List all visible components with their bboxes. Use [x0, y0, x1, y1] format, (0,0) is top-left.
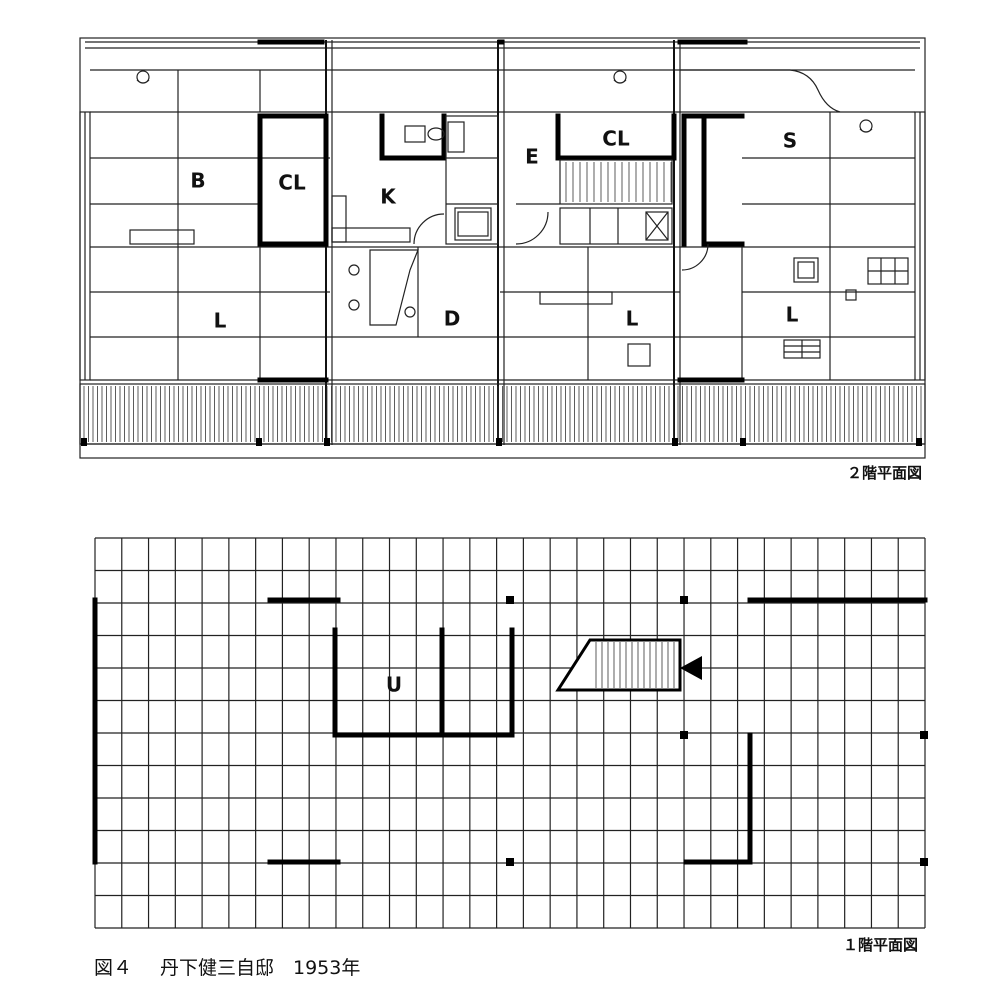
entry-stair-block [515, 113, 677, 367]
closet-wall-1 [257, 113, 329, 247]
tatami-grid [90, 40, 915, 381]
upper-floor-title: ２階平面図 [847, 464, 922, 482]
veranda [79, 383, 926, 446]
room-label-l-3: L [786, 303, 799, 327]
utility-room-walls [332, 627, 515, 738]
room-label-s: S [783, 129, 797, 153]
room-label-cl-1: CL [278, 171, 306, 195]
room-label-l-2: L [626, 307, 639, 331]
upper-floor-plan: B CL K E CL S L D L L ２階平面図 [79, 37, 926, 482]
figure-caption-prefix: 図４ [94, 957, 132, 979]
room-label-b: B [190, 169, 205, 193]
figure-caption-text: 丹下健三自邸 1953年 [160, 957, 360, 979]
entrance-stair [555, 638, 702, 692]
lamp-icon [136, 70, 150, 84]
lamp-icon [613, 70, 627, 84]
ground-floor-title: １階平面図 [843, 936, 918, 954]
room-label-l-1: L [214, 309, 227, 333]
room-label-u: U [386, 673, 402, 697]
bed-desk [129, 229, 195, 245]
study-block [681, 113, 909, 359]
room-label-d: D [444, 307, 461, 331]
service-core [331, 113, 499, 326]
room-label-cl-2: CL [602, 127, 630, 151]
stair-arrow-icon [680, 656, 702, 680]
room-label-k: K [380, 185, 397, 209]
lamp-icon [859, 119, 873, 133]
room-label-e: E [525, 145, 539, 169]
ground-floor-plan: U １階平面図 [92, 537, 928, 954]
